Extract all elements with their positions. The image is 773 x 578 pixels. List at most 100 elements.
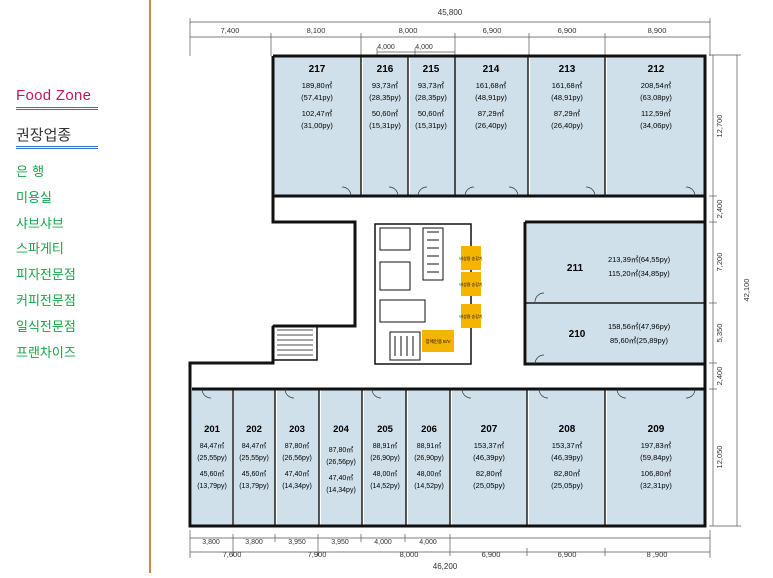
room-number: 211	[567, 263, 584, 274]
dim-right: 2,400	[715, 367, 724, 386]
top-rooms: 217 189,80㎡ (57,41py) 102,47㎡ (31,00py) …	[301, 64, 672, 130]
room-area-2: 115,20㎡(34,85py)	[608, 269, 670, 278]
business-item: 일식전문점	[16, 320, 76, 335]
dim-right: 2,400	[715, 200, 724, 219]
room-area-py: (26,56py)	[326, 459, 356, 466]
partition-walls	[232, 56, 705, 526]
room-area-2: 48,00㎡	[373, 470, 398, 478]
room-number: 205	[377, 424, 394, 435]
room-number: 213	[559, 64, 576, 75]
dim-bottom: 3,950	[331, 539, 349, 546]
dim-bottom-2: 8 ,900	[647, 550, 668, 559]
dim-bottom: 3,950	[288, 539, 306, 546]
room-area: 158,56㎡(47,96py)	[608, 322, 671, 331]
elevator-label: 비상용 승강기	[459, 281, 483, 287]
room-area-py: (46,39py)	[473, 453, 505, 462]
room-number: 216	[377, 64, 394, 75]
top-room-fills	[192, 56, 705, 525]
business-item: 샤브샤브	[16, 217, 64, 232]
room-area: 153,37㎡	[474, 441, 505, 450]
room-area-py: (28,35py)	[415, 93, 447, 102]
elevator-yellow	[422, 330, 454, 352]
room-area: 88,91㎡	[417, 442, 442, 450]
business-item: 은 행	[16, 165, 45, 180]
right-dimension-lines	[709, 54, 741, 527]
room-area-py-2: (26,40py)	[551, 121, 583, 130]
dim-top: 8,900	[648, 26, 667, 35]
business-item: 피자전문점	[16, 268, 76, 283]
room-area-2: 112,59㎡	[641, 109, 671, 118]
room-area-2: 45,60㎡	[200, 470, 225, 478]
room-number: 206	[421, 424, 437, 435]
room-area-2: 48,00㎡	[417, 470, 442, 478]
room-area-py-2: (25,05py)	[551, 481, 583, 490]
room-number: 214	[483, 64, 500, 75]
title-underline-2	[16, 109, 98, 110]
dim-top: 8,100	[307, 26, 326, 35]
room-area-py: (26,90py)	[414, 455, 444, 462]
room-area: 208,54㎡	[641, 81, 672, 90]
elevator-yellow	[461, 246, 481, 270]
elevator-label: 장애인용 E/V	[425, 338, 450, 345]
dim-top: 6,900	[483, 26, 502, 35]
dim-top-sub: 4,000	[377, 44, 395, 51]
room-number: 202	[246, 424, 262, 435]
title-underline	[16, 107, 98, 108]
room-area-2: 85,60㎡(25,89py)	[610, 336, 668, 345]
room-area: 93,73㎡	[372, 81, 399, 90]
room-area: 197,83㎡	[641, 441, 672, 450]
room-area-2: 82,80㎡	[554, 469, 581, 478]
business-item: 커피전문점	[16, 294, 76, 309]
room-area-2: 102,47㎡	[302, 109, 333, 118]
room-area-py-2: (34,06py)	[640, 121, 672, 130]
dim-top: 8,000	[399, 26, 418, 35]
room-area: 213,39㎡(64,55py)	[608, 255, 671, 264]
room-area-2: 87,29㎡	[554, 109, 581, 118]
dim-top-sub: 4,000	[415, 44, 433, 51]
bottom-rooms: 201 84,47㎡ (25,55py) 45,60㎡ (13,79py) 20…	[197, 424, 672, 494]
room-number: 212	[648, 64, 665, 75]
dim-bottom: 3,800	[245, 539, 263, 546]
business-item: 프랜차이즈	[16, 346, 76, 361]
heading-underline	[16, 146, 98, 147]
room-area-2: 47,40㎡	[329, 474, 354, 482]
room-number: 201	[204, 424, 221, 435]
room-area: 87,80㎡	[329, 446, 354, 454]
dim-right-total: 42,100	[742, 279, 751, 302]
room-number: 208	[559, 424, 576, 435]
room-number: 210	[569, 329, 586, 340]
room-area-py-2: (14,34py)	[282, 483, 312, 490]
room-area-py-2: (26,40py)	[475, 121, 507, 130]
room-area-py: (25,55py)	[239, 455, 269, 462]
top-dimension-lines	[189, 18, 711, 56]
room-area: 88,91㎡	[373, 442, 398, 450]
room-area-py: (46,39py)	[551, 453, 583, 462]
room-area-2: 82,80㎡	[476, 469, 503, 478]
room-area: 189,80㎡	[302, 81, 333, 90]
sidebar: Food Zone 권장업종 은 행 미용실 샤브샤브 스파게티 피자전문점 커…	[0, 0, 150, 573]
room-area-py-2: (13,79py)	[239, 483, 269, 490]
dim-bottom-2: 6,900	[482, 550, 501, 559]
core-details	[379, 227, 444, 361]
dim-top: 6,900	[558, 26, 577, 35]
elevator-label: 비상용 승강기	[459, 255, 483, 261]
room-number: 217	[309, 64, 326, 75]
room-area-py: (26,90py)	[370, 455, 400, 462]
dim-bottom-total: 46,200	[433, 562, 458, 571]
dim-bottom: 3,800	[202, 539, 220, 546]
food-zone-title: Food Zone	[16, 87, 92, 104]
room-number: 207	[481, 424, 498, 435]
side-rooms: 211 213,39㎡(64,55py) 115,20㎡(34,85py) 21…	[567, 255, 671, 345]
room-area: 161,68㎡	[476, 81, 507, 90]
dim-bottom-2: 6,900	[558, 550, 577, 559]
business-item: 스파게티	[16, 242, 64, 257]
dim-bottom-2: 8,000	[400, 550, 419, 559]
door-arcs	[201, 186, 696, 399]
room-area-2: 87,29㎡	[478, 109, 505, 118]
room-area-2: 106,80㎡	[641, 469, 672, 478]
dim-bottom-2: 7,600	[223, 550, 242, 559]
dim-top: 7,400	[221, 26, 240, 35]
dim-top-total: 45,800	[438, 8, 463, 17]
dim-right: 7,200	[715, 253, 724, 272]
dim-bottom-2: 7,900	[308, 550, 327, 559]
